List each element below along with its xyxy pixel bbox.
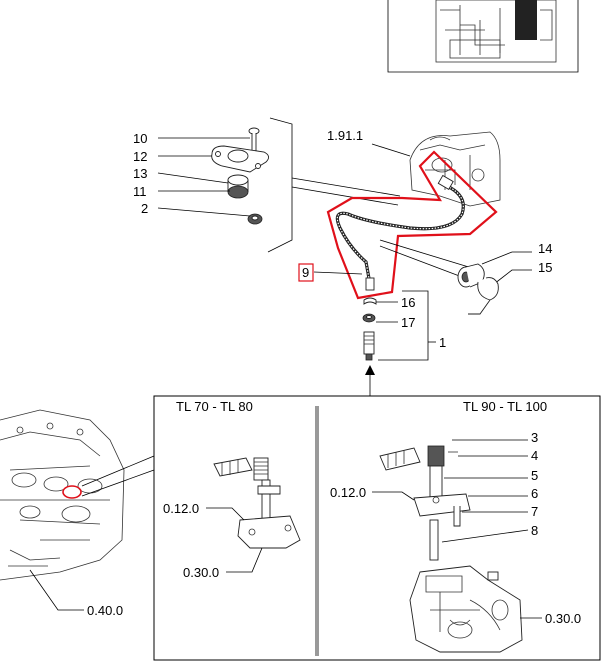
inset-callout-3: 3	[531, 430, 538, 445]
inset-right-title: TL 90 - TL 100	[463, 399, 547, 414]
callout-15: 15	[538, 260, 552, 275]
callout-11: 11	[133, 184, 147, 199]
top-engine-thumbnail	[387, 0, 579, 73]
engine-block-sketch	[0, 409, 125, 581]
inset-right-ref-0-12-0: 0.12.0	[330, 485, 366, 500]
callout-10: 10	[133, 131, 147, 146]
inset-callout-4: 4	[531, 448, 538, 463]
inset-callout-7: 7	[531, 504, 538, 519]
callout-1: 1	[439, 335, 446, 350]
callout-12: 12	[133, 149, 147, 164]
engine-ref-0-40-0: 0.40.0	[87, 603, 123, 618]
callout-13: 13	[133, 166, 147, 181]
inset-right-housing	[409, 565, 523, 653]
inset-callout-8: 8	[531, 523, 538, 538]
flexible-cable	[335, 174, 465, 291]
inset-right-assembly	[379, 445, 471, 561]
inset-left-ref-0-12-0: 0.12.0	[163, 501, 199, 516]
inset-right-ref-0-30-0: 0.30.0	[545, 611, 581, 626]
engine-highlight	[62, 485, 82, 499]
inset-frame	[153, 395, 601, 661]
inset-callout-6: 6	[531, 486, 538, 501]
highlight-outline	[326, 150, 498, 300]
callout-9-box	[298, 263, 314, 282]
callout-9: 9	[302, 265, 309, 280]
mount-assembly	[211, 127, 269, 225]
transmission-housing-sketch	[409, 131, 501, 207]
callout-2: 2	[141, 201, 148, 216]
callout-14: 14	[538, 241, 552, 256]
inset-left-assembly	[213, 457, 301, 549]
bushing-and-clamp	[457, 263, 499, 315]
inset-left-title: TL 70 - TL 80	[176, 399, 253, 414]
callout-17: 17	[401, 315, 415, 330]
inset-callout-5: 5	[531, 468, 538, 483]
callout-1-91-1: 1.91.1	[327, 128, 363, 143]
drive-parts	[362, 297, 377, 361]
callout-16: 16	[401, 295, 415, 310]
inset-left-ref-0-30-0: 0.30.0	[183, 565, 219, 580]
